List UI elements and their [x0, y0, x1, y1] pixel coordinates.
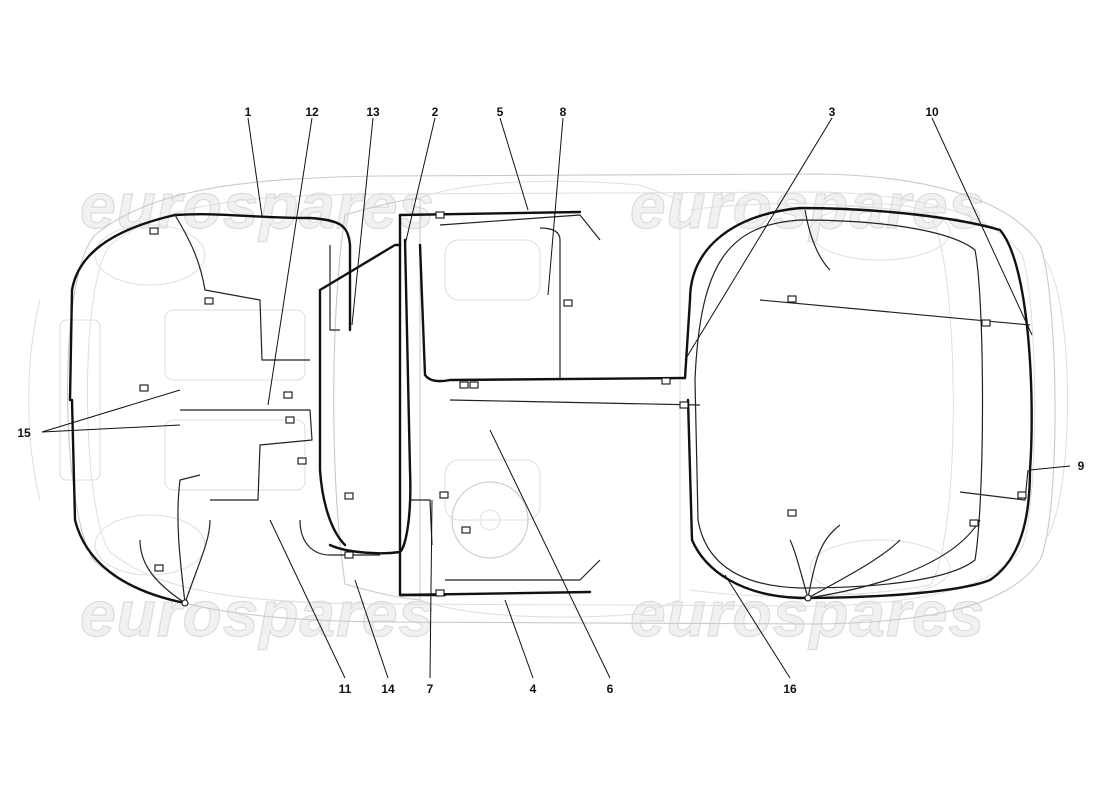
watermark-bottom-right: eurospares [630, 578, 985, 650]
callout-11: 11 [339, 682, 352, 696]
harness-lines [68, 206, 1033, 605]
callout-3: 3 [829, 105, 836, 119]
callout-8: 8 [560, 105, 567, 119]
connectors [139, 211, 1027, 607]
callout-labels: 1 12 13 2 5 8 3 10 15 9 11 14 7 4 6 16 [17, 105, 1084, 696]
callout-9: 9 [1078, 459, 1085, 473]
callout-1: 1 [245, 105, 252, 119]
callout-15: 15 [17, 426, 31, 440]
callout-10: 10 [925, 105, 939, 119]
watermark-bottom-left: eurospares [80, 578, 435, 650]
callout-14: 14 [381, 682, 395, 696]
callout-6: 6 [607, 682, 614, 696]
watermark-top-left: eurospares [80, 170, 435, 242]
callout-7: 7 [427, 682, 434, 696]
callout-12: 12 [305, 105, 319, 119]
leader-lines [41, 117, 1071, 679]
callout-4: 4 [530, 682, 537, 696]
callout-5: 5 [497, 105, 504, 119]
callout-2: 2 [432, 105, 439, 119]
callout-13: 13 [366, 105, 380, 119]
callout-16: 16 [783, 682, 797, 696]
watermarks: eurospares eurospares eurospares eurospa… [79, 169, 985, 650]
watermark-top-right: eurospares [630, 170, 985, 242]
